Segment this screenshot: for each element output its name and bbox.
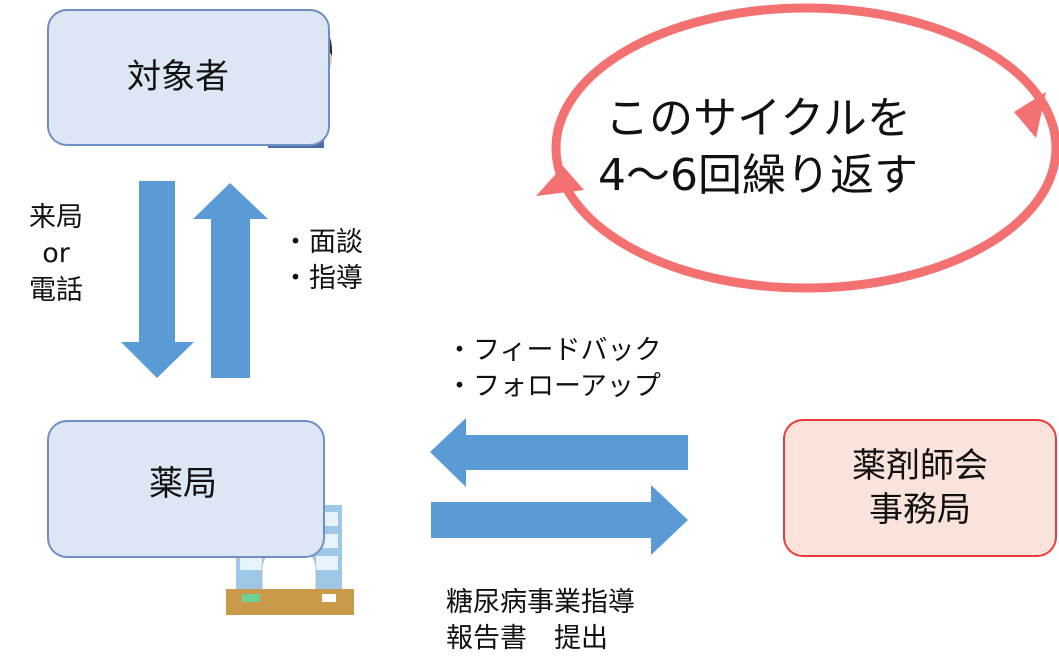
cycle-arrowhead-left (536, 166, 584, 196)
pharmacy-label: 薬局 (149, 463, 217, 504)
subject-label: 対象者 (127, 57, 229, 98)
guidance-label-line-2: ・指導 (282, 263, 363, 295)
pharmacy-box: 薬局 (47, 420, 325, 558)
interview-guidance-label: ・面談 ・指導 (282, 225, 363, 298)
report-label-line-2: 報告書 提出 (446, 623, 608, 655)
cycle-text-line-1: このサイクルを (605, 93, 911, 144)
feedback-label-line-1: ・フィードバック (446, 335, 662, 366)
guidance-label-line-1: ・面談 (282, 227, 363, 258)
visit-or-phone-label: 来局 or 電話 (25, 200, 87, 309)
visit-label-line-2: or (42, 238, 70, 270)
right-arrow (431, 485, 688, 555)
cycle-arrowhead-right (1014, 92, 1046, 138)
cycle-ring (536, 3, 1059, 293)
report-label-line-1: 糖尿病事業指導 (446, 587, 635, 618)
feedback-followup-label: ・フィードバック ・フォローアップ (446, 333, 661, 406)
report-submission-label: 糖尿病事業指導 報告書 提出 (446, 585, 635, 658)
feedback-label-line-2: ・フォローアップ (446, 371, 661, 403)
visit-label-line-3: 電話 (29, 274, 83, 306)
office-label-line-1: 薬剤師会 (852, 445, 988, 486)
cycle-repeat-text: このサイクルを 4～6回繰り返す (578, 90, 938, 204)
office-label-line-2: 事務局 (869, 490, 971, 530)
subject-box: 対象者 (47, 9, 330, 146)
cycle-text-line-2: 4～6回繰り返す (598, 150, 918, 202)
down-arrow (121, 181, 194, 378)
left-arrow (430, 418, 688, 487)
up-arrow (193, 183, 268, 378)
pharmacist-association-office-box: 薬剤師会 事務局 (783, 419, 1057, 557)
visit-label-line-1: 来局 (29, 202, 83, 233)
